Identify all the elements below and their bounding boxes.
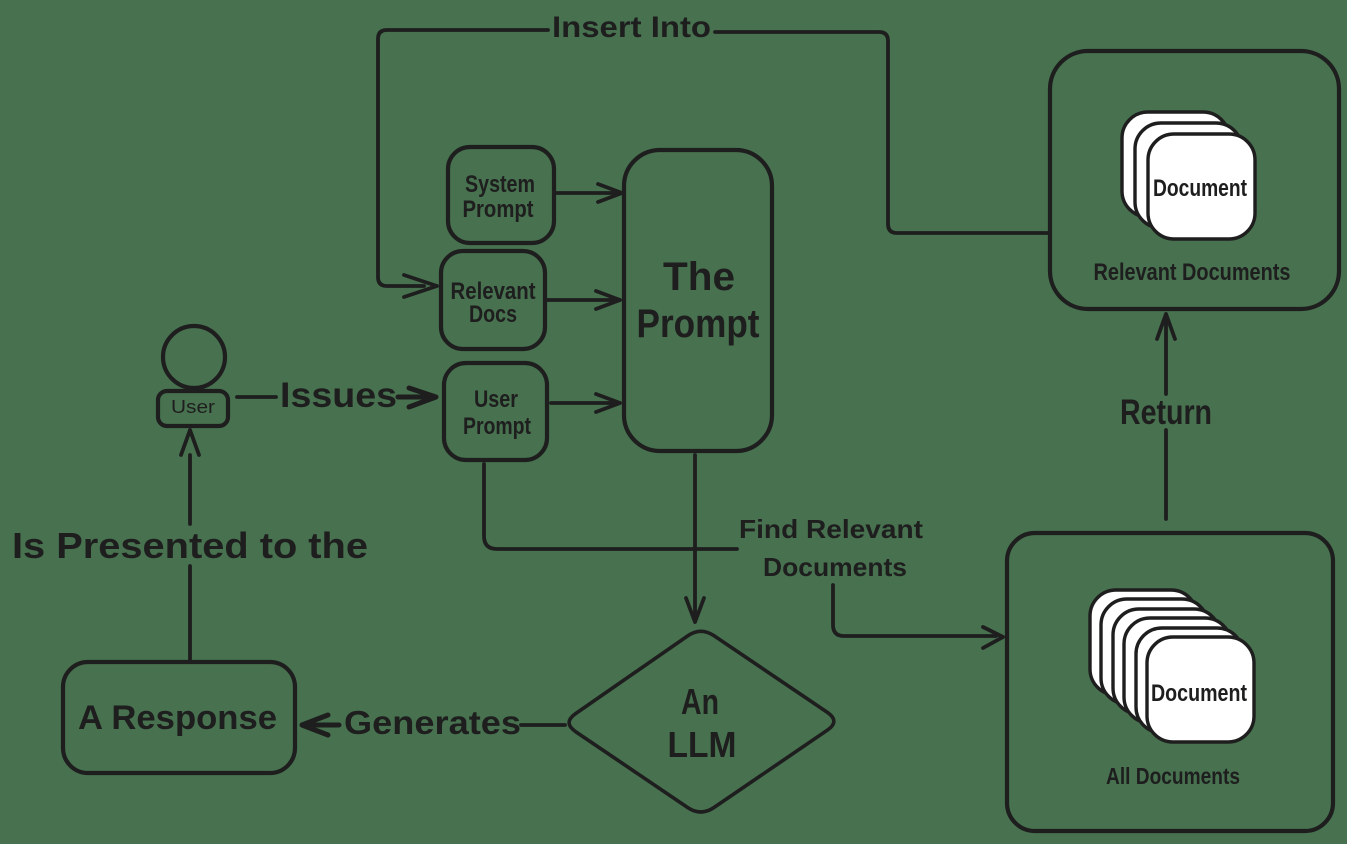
- svg-text:Relevant Documents: Relevant Documents: [1094, 259, 1291, 286]
- svg-text:Prompt: Prompt: [637, 302, 760, 346]
- svg-text:Document: Document: [1153, 175, 1247, 202]
- svg-text:Issues: Issues: [280, 376, 397, 415]
- svg-text:A Response: A Response: [78, 699, 277, 737]
- svg-text:Prompt: Prompt: [463, 196, 534, 223]
- svg-text:Relevant: Relevant: [451, 278, 536, 305]
- svg-text:Is Presented to the: Is Presented to the: [12, 525, 368, 566]
- svg-text:Find Relevant: Find Relevant: [739, 514, 923, 544]
- svg-text:Generates: Generates: [344, 704, 521, 741]
- svg-text:User: User: [474, 386, 518, 413]
- svg-text:LLM: LLM: [668, 724, 737, 765]
- svg-text:The: The: [663, 255, 735, 299]
- svg-text:System: System: [465, 171, 535, 198]
- svg-text:Document: Document: [1151, 680, 1247, 707]
- svg-text:An: An: [681, 681, 719, 722]
- svg-text:Docs: Docs: [469, 301, 517, 328]
- svg-text:User: User: [171, 397, 215, 417]
- svg-text:All Documents: All Documents: [1106, 763, 1240, 789]
- svg-text:Return: Return: [1120, 393, 1212, 432]
- svg-text:Insert Into: Insert Into: [552, 11, 711, 44]
- svg-text:Documents: Documents: [763, 552, 907, 582]
- svg-text:Prompt: Prompt: [463, 413, 531, 440]
